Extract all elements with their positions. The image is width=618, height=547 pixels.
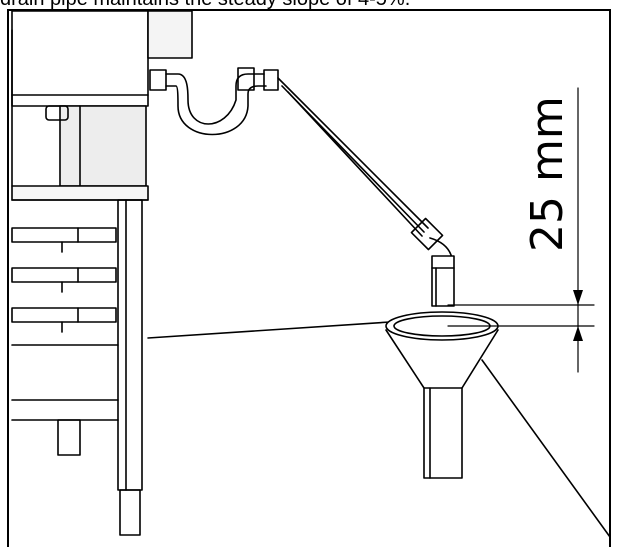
figure-caption: drain pipe maintains the steady slope of… bbox=[0, 0, 618, 10]
drain-pipe bbox=[277, 77, 455, 307]
siphon-trap bbox=[149, 67, 279, 136]
floor-lines bbox=[147, 321, 611, 538]
stand-frame bbox=[11, 185, 149, 536]
illustration-frame bbox=[7, 9, 611, 547]
appliance-body bbox=[11, 10, 193, 187]
floor-funnel bbox=[385, 311, 499, 479]
dimension-marker bbox=[447, 87, 595, 373]
tray-rails bbox=[11, 227, 117, 333]
dimension-label: 25 mm bbox=[522, 96, 573, 252]
